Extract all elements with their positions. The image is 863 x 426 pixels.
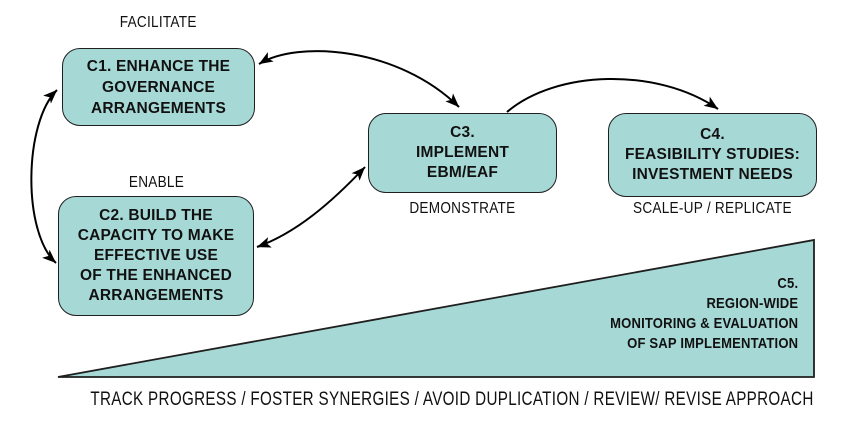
text-line: MONITORING & EVALUATION — [609, 315, 798, 332]
node-c2-build-capacity: C2. BUILD THE CAPACITY TO MAKE EFFECTIVE U… — [58, 196, 254, 316]
text-line: C5. — [777, 275, 798, 292]
text-line: OF THE ENHANCED — [80, 267, 232, 284]
text-line: C1. ENHANCE THE — [86, 57, 231, 75]
arrow-c3-c4 — [506, 78, 719, 113]
label-facilitate: FACILITATE — [120, 14, 197, 31]
text-line: FEASIBILITY STUDIES: — [624, 146, 801, 163]
text-line: CAPACITY TO MAKE — [77, 227, 235, 244]
text-line: C2. BUILD THE — [99, 207, 213, 224]
label-scale-up-replicate: SCALE-UP / REPLICATE — [633, 200, 792, 217]
arrow-c2-c3 — [256, 166, 366, 248]
arrow-c1-c2 — [30, 89, 58, 264]
text-line: ARRANGEMENTS — [88, 287, 224, 304]
text-line: OF SAP IMPLEMENTATION — [626, 335, 798, 352]
node-c1-enhance-governance: C1. ENHANCE THE GOVERNANCE ARRANGEMENTS — [62, 48, 255, 126]
text-line: INVESTMENT NEEDS — [632, 166, 793, 183]
text-line: REGION-WIDE — [706, 295, 798, 312]
arrow-c1-c3 — [258, 50, 460, 108]
label-enable: ENABLE — [128, 174, 184, 191]
label-demonstrate: DEMONSTRATE — [409, 200, 516, 217]
text-line: IMPLEMENT — [415, 144, 510, 161]
node-c4-feasibility-studies: C4. FEASIBILITY STUDIES: INVESTMENT NEEDS — [608, 113, 817, 197]
text-line: C3. — [450, 124, 475, 141]
text-line: EBM/EAF — [426, 164, 499, 181]
text-line: ARRANGEMENTS — [90, 99, 226, 117]
node-c3-implement-ebm-eaf: C3. IMPLEMENT EBM/EAF — [368, 113, 557, 193]
text-line: EFFECTIVE USE — [93, 247, 219, 264]
node-c5-monitoring-evaluation: C5. REGION-WIDE MONITORING & EVALUATION OF … — [610, 274, 798, 354]
text-line: GOVERNANCE — [101, 78, 216, 96]
bottom-caption: TRACK PROGRESS / FOSTER SYNERGIES / AVOI… — [90, 389, 814, 410]
text-line: C4. — [700, 126, 725, 143]
